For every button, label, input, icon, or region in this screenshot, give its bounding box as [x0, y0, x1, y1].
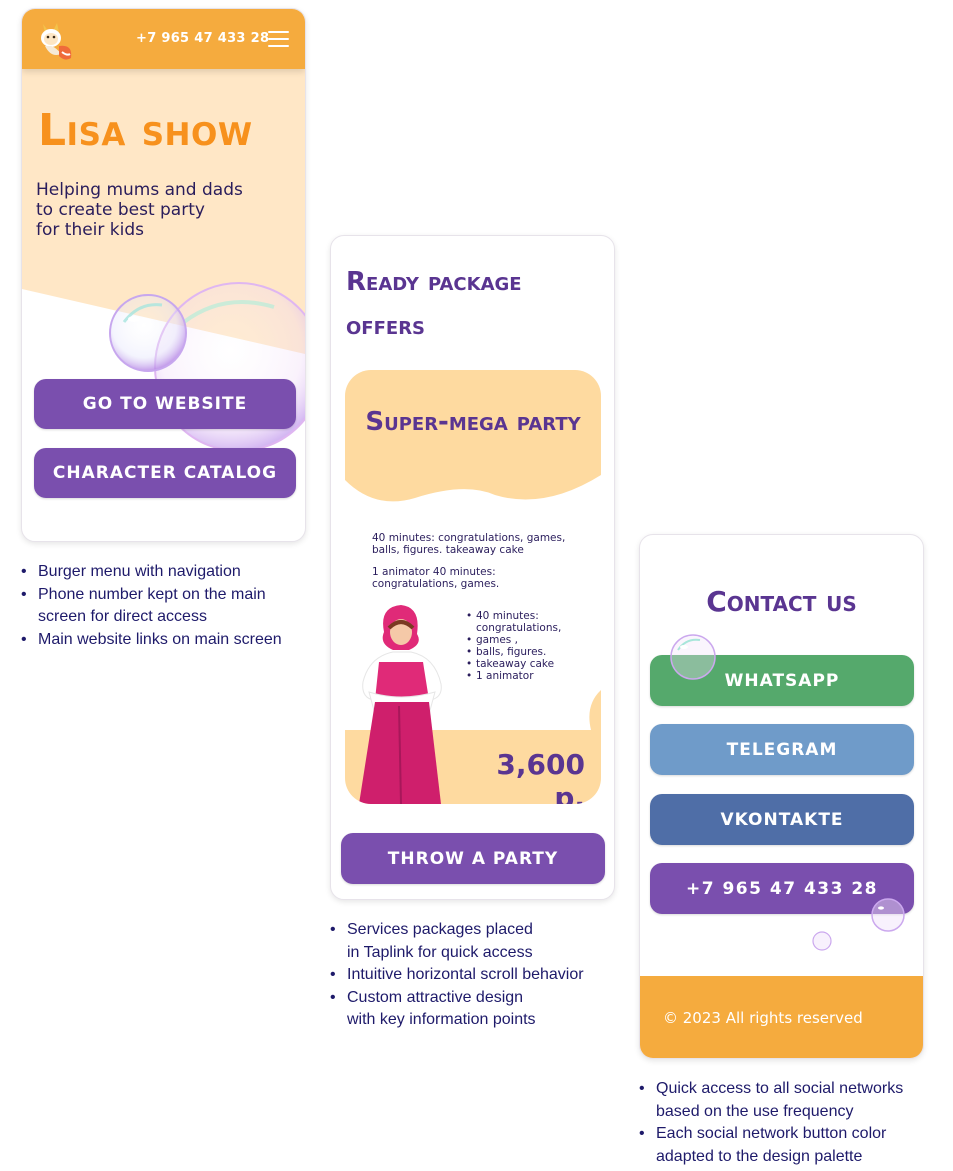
- feature-item: 1 animator: [466, 670, 596, 682]
- hero-title: Lisa show: [38, 105, 253, 156]
- note-item: Services packages placed in Taplink for …: [330, 919, 630, 964]
- note-item: Burger menu with navigation: [21, 561, 321, 584]
- whatsapp-button[interactable]: WHATSAPP: [650, 655, 914, 706]
- go-to-website-button[interactable]: GO TO WEBSITE: [34, 379, 296, 429]
- package-description: 1 animator 40 minutes: congratulations, …: [372, 566, 500, 590]
- copyright-text: © 2023 All rights reserved: [663, 1009, 863, 1027]
- bubble-decoration: [812, 931, 832, 951]
- packages-screen-mockup: Ready package offers Super-mega party 40…: [330, 235, 615, 900]
- note-item: Custom attractive design with key inform…: [330, 987, 630, 1032]
- package-price: 3,600 р.: [496, 748, 585, 804]
- package-features-list: 40 minutes: congratulations, games , bal…: [466, 610, 596, 682]
- contact-heading: Contact us: [706, 585, 857, 618]
- package-description: 40 minutes: congratulations, games, ball…: [372, 532, 566, 556]
- note-item: Main website links on main screen: [21, 629, 321, 652]
- throw-a-party-button[interactable]: THROW A PARTY: [341, 833, 605, 884]
- bubble-decoration: [871, 898, 905, 932]
- packages-heading: Ready package offers: [346, 267, 522, 341]
- burger-menu-icon[interactable]: [268, 31, 289, 47]
- footer: © 2023 All rights reserved: [640, 976, 923, 1058]
- feature-item: 40 minutes: congratulations,: [466, 610, 596, 634]
- feature-item: games ,: [466, 634, 596, 646]
- packages-screen-notes: Services packages placed in Taplink for …: [330, 919, 630, 1032]
- animator-photo: [359, 605, 442, 804]
- feature-item: balls, figures.: [466, 646, 596, 658]
- hero-subtitle: Helping mums and dads to create best par…: [36, 180, 243, 240]
- note-item: Intuitive horizontal scroll behavior: [330, 964, 630, 987]
- package-card[interactable]: Super-mega party 40 minutes: congratulat…: [345, 370, 601, 804]
- top-bar: +7 965 47 433 28: [22, 9, 305, 69]
- contacts-screen-mockup: Contact us WHATSAPP TELEGRAM VKONTAKTE +…: [639, 534, 924, 1059]
- note-item: Phone number kept on the main screen for…: [21, 584, 321, 629]
- feature-item: takeaway cake: [466, 658, 596, 670]
- fox-logo-icon[interactable]: [35, 18, 77, 62]
- note-item: Each social network button color adapted…: [639, 1123, 939, 1168]
- package-title: Super-mega party: [365, 407, 581, 437]
- contacts-screen-notes: Quick access to all social networks base…: [639, 1078, 939, 1168]
- phone-call-button[interactable]: +7 965 47 433 28: [650, 863, 914, 914]
- bubble-decoration: [670, 634, 716, 680]
- telegram-button[interactable]: TELEGRAM: [650, 724, 914, 775]
- home-screen-mockup: +7 965 47 433 28 Lisa show Helping mums …: [21, 8, 306, 542]
- home-screen-notes: Burger menu with navigation Phone number…: [21, 561, 321, 651]
- character-catalog-button[interactable]: CHARACTER CATALOG: [34, 448, 296, 498]
- vkontakte-button[interactable]: VKONTAKTE: [650, 794, 914, 845]
- note-item: Quick access to all social networks base…: [639, 1078, 939, 1123]
- header-phone-number[interactable]: +7 965 47 433 28: [136, 31, 270, 46]
- soap-bubbles-decoration: [109, 282, 305, 452]
